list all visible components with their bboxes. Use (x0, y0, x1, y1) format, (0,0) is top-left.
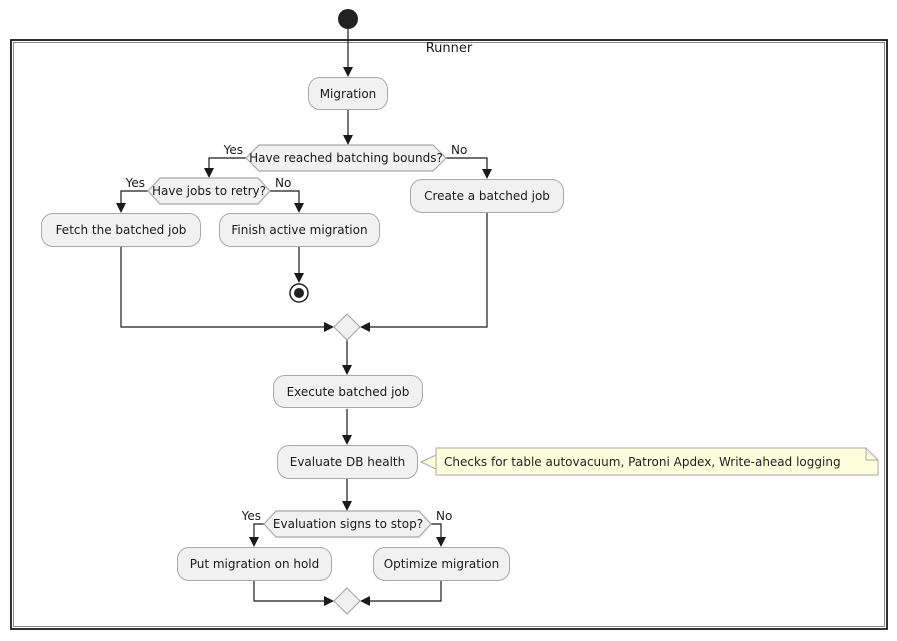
activity-migration: Migration (308, 77, 388, 110)
branch-yes-signs-to-stop: Yes (241, 509, 261, 523)
start-node (338, 9, 358, 29)
activity-optimize-migration: Optimize migration (373, 547, 510, 581)
branch-no-jobs-to-retry: No (275, 176, 292, 190)
branch-yes-jobs-to-retry: Yes (125, 176, 145, 190)
activity-execute-batched-job: Execute batched job (273, 375, 423, 408)
arrowheads (116, 67, 492, 606)
note-db-health-checks: Checks for table autovacuum, Patroni Apd… (444, 454, 841, 469)
decision-batching-bounds-shape (245, 144, 447, 172)
decision-jobs-to-retry-label: Have jobs to retry? (151, 184, 267, 198)
activity-put-migration-on-hold: Put migration on hold (177, 547, 332, 581)
branch-no-signs-to-stop: No (436, 509, 453, 523)
connectors (120, 29, 488, 602)
decision-jobs-to-retry-shape (147, 177, 271, 205)
merge-diamond-bottom (333, 587, 361, 615)
frame-border (10, 39, 888, 630)
merge-diamond-top (333, 313, 361, 341)
activity-create-batched-job: Create a batched job (410, 179, 564, 213)
end-node (289, 283, 309, 303)
branch-no-batching-bounds: No (451, 143, 468, 157)
partition-title: Runner (425, 41, 473, 56)
activity-fetch-batched-job: Fetch the batched job (41, 213, 201, 247)
decision-signs-to-stop-label: Evaluation signs to stop? (272, 517, 424, 531)
note-shape (419, 447, 879, 476)
activity-finish-active-migration: Finish active migration (219, 213, 380, 247)
decision-batching-bounds-label: Have reached batching bounds? (249, 151, 443, 165)
branch-yes-batching-bounds: Yes (223, 143, 243, 157)
decision-signs-to-stop-shape (263, 510, 432, 538)
activity-evaluate-db-health: Evaluate DB health (277, 445, 418, 479)
note-fold-corner (865, 448, 878, 461)
